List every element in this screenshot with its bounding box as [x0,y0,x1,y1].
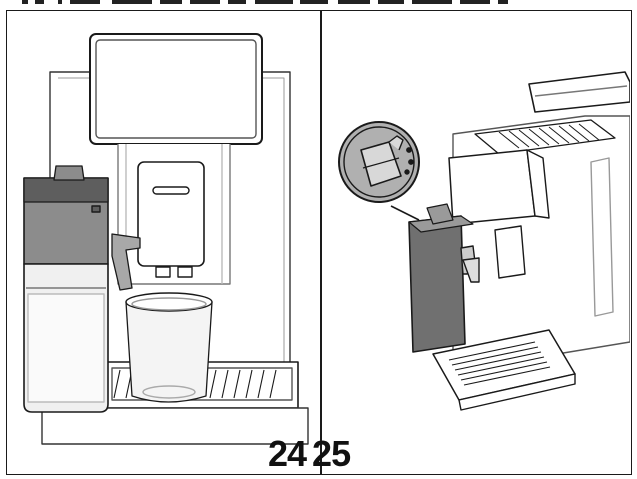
illustration-right [323,12,630,473]
figure-number-24: 24 [268,433,307,474]
cropped-text-strip [0,0,637,12]
figure-frame [6,10,632,475]
figure-number-25: 25 [312,433,351,474]
illustration-left [8,12,319,473]
bottle-pour-icon [338,121,420,203]
figure-divider [320,10,322,475]
